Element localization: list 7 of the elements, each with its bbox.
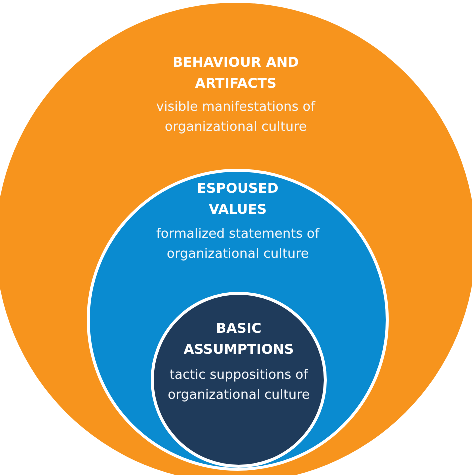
- layer-description: formalized statements of organizational culture: [155, 226, 321, 264]
- layer-heading: BEHAVIOUR AND ARTIFACTS: [172, 54, 300, 94]
- layer-heading: BASIC ASSUMPTIONS: [182, 320, 296, 360]
- layer-description: tactic suppositions of organizational culture: [167, 367, 311, 405]
- layer-description: visible manifestations of organizational culture: [156, 99, 317, 137]
- outer-circle: [0, 3, 472, 475]
- layer-heading: ESPOUSED VALUES: [196, 180, 280, 220]
